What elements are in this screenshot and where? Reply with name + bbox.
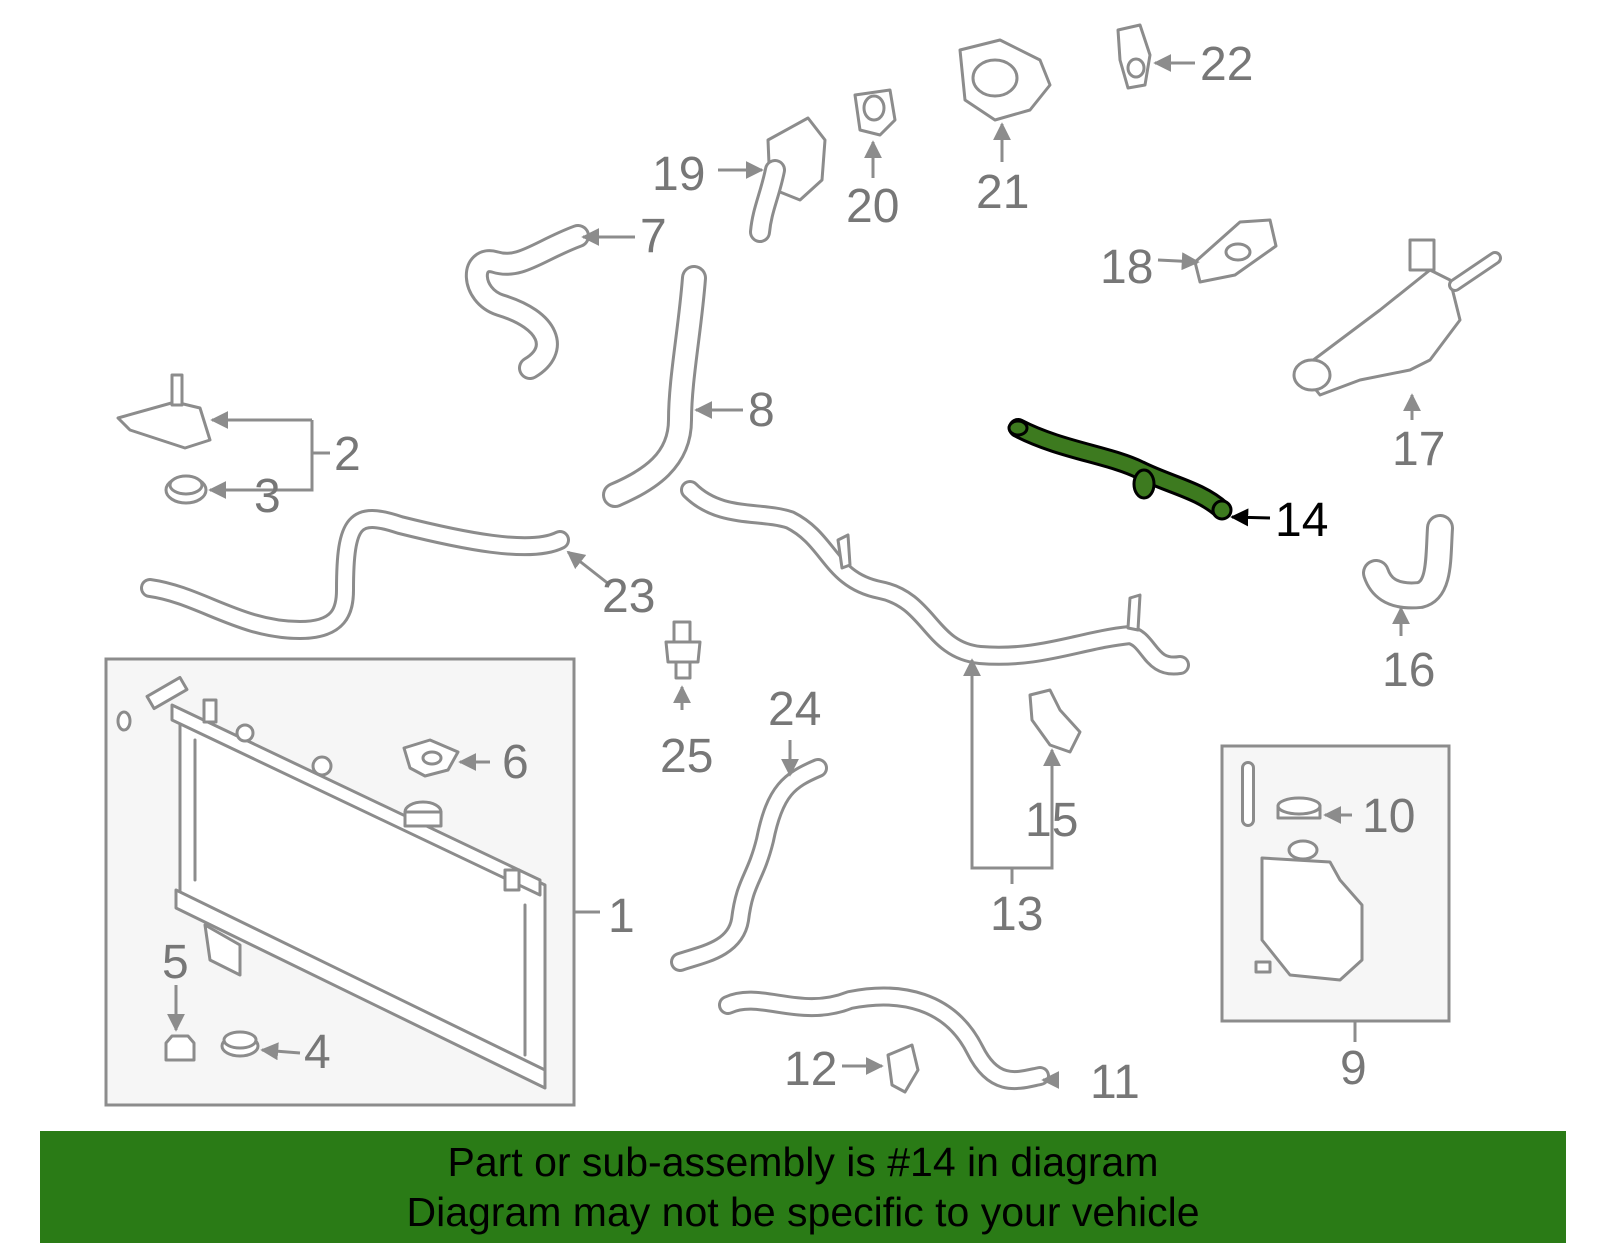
hoses [140, 116, 1454, 1091]
small-parts [116, 23, 1502, 1094]
callout-22: 22 [1200, 38, 1253, 91]
callout-14: 14 [1275, 494, 1328, 547]
callout-16: 16 [1382, 644, 1435, 697]
callout-6: 6 [502, 736, 529, 789]
callout-11: 11 [1090, 1056, 1140, 1109]
callout-7: 7 [640, 210, 667, 263]
callout-4: 4 [304, 1026, 331, 1079]
callout-1: 1 [608, 890, 635, 943]
callout-17: 17 [1392, 423, 1445, 476]
callout-25: 25 [660, 730, 713, 783]
part-14-highlighted-pipe[interactable] [1007, 418, 1233, 521]
banner-line-2: Diagram may not be specific to your vehi… [406, 1189, 1200, 1235]
callout-15: 15 [1025, 794, 1078, 847]
callout-2: 2 [334, 428, 361, 481]
callout-19: 19 [652, 148, 705, 201]
callout-12: 12 [784, 1043, 837, 1096]
callout-labels: 1 2 3 4 5 6 7 8 9 10 11 12 13 14 15 16 1… [162, 38, 1445, 1109]
callout-20: 20 [846, 180, 899, 233]
callout-8: 8 [748, 384, 775, 437]
callout-3: 3 [254, 470, 281, 523]
callout-5: 5 [162, 936, 189, 989]
callout-23: 23 [602, 570, 655, 623]
leader-lines [167, 54, 1421, 1089]
callout-9: 9 [1340, 1042, 1367, 1095]
callout-21: 21 [976, 166, 1029, 219]
callout-18: 18 [1100, 241, 1153, 294]
callout-10: 10 [1362, 790, 1415, 843]
info-banner: Part or sub-assembly is #14 in diagram D… [40, 1131, 1566, 1243]
banner-line-1: Part or sub-assembly is #14 in diagram [447, 1139, 1159, 1185]
reservoir-assembly-box [1220, 744, 1451, 1023]
radiator-assembly-box [104, 657, 576, 1107]
callout-13: 13 [990, 888, 1043, 941]
callout-24: 24 [768, 683, 821, 736]
